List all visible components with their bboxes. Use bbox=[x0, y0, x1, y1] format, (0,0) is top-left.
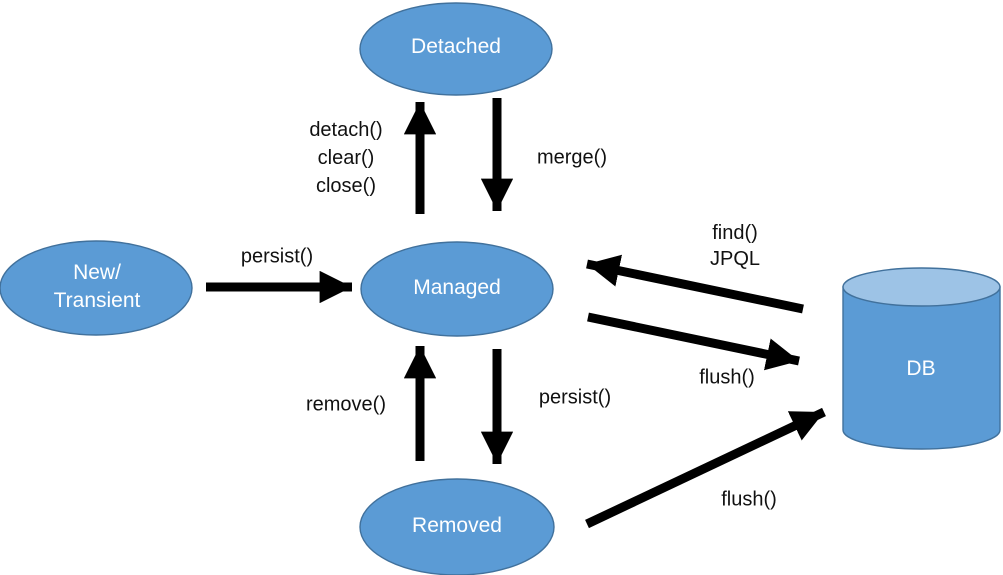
edge-label-line: detach() bbox=[309, 119, 383, 141]
edge-label-line: close() bbox=[315, 175, 376, 197]
edge-label-detach-clear-close: detach() clear() close() bbox=[309, 116, 382, 200]
arrow-removed-to-db bbox=[585, 407, 826, 529]
node-label-line: New/ bbox=[73, 261, 121, 284]
node-db-cylinder-top bbox=[842, 267, 1001, 307]
edge-label-find-jpql: find() JPQL bbox=[710, 220, 760, 272]
node-label-line: Transient bbox=[53, 289, 141, 312]
node-label-detached: Detached bbox=[411, 35, 501, 58]
edge-label-merge: merge() bbox=[536, 146, 608, 169]
node-new-transient bbox=[0, 240, 193, 336]
node-label-db: DB bbox=[906, 357, 936, 380]
node-label-removed: Removed bbox=[412, 514, 502, 537]
node-removed bbox=[359, 478, 555, 575]
node-managed bbox=[360, 241, 554, 337]
arrow-db-to-managed bbox=[586, 254, 804, 314]
node-label-managed: Managed bbox=[413, 276, 501, 299]
edge-label-line: find() bbox=[712, 222, 758, 244]
node-db-cylinder-body bbox=[842, 286, 1001, 450]
node-detached bbox=[359, 2, 553, 96]
edge-label-persist-removed: persist() bbox=[538, 386, 612, 409]
edge-label-persist-new: persist() bbox=[240, 245, 314, 268]
arrow-managed-to-db bbox=[587, 312, 800, 371]
node-label-new-transient: New/ Transient bbox=[54, 259, 141, 315]
edge-label-line: JPQL bbox=[709, 248, 761, 270]
edge-label-line: clear() bbox=[317, 147, 375, 169]
edge-label-flush-managed: flush() bbox=[699, 366, 755, 389]
edge-label-flush-removed: flush() bbox=[721, 488, 777, 511]
edge-label-remove: remove() bbox=[305, 393, 387, 416]
